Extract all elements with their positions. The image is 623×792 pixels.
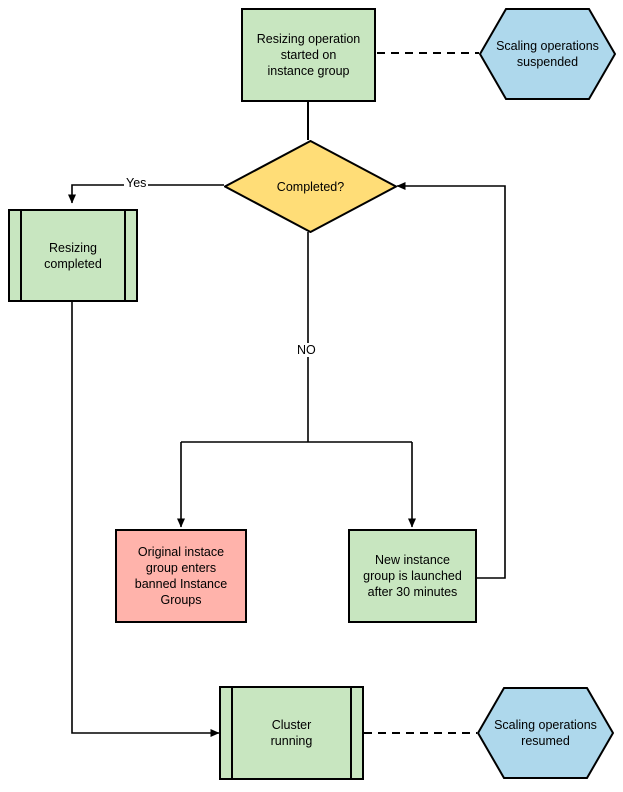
edge-label-no: NO bbox=[295, 343, 318, 357]
edge-new-group-back-to-decision bbox=[396, 182, 506, 579]
hexagon-shape bbox=[479, 8, 616, 100]
node-completed-decision-label: Completed? bbox=[276, 179, 345, 194]
node-banned-instance-groups[interactable]: Original instace group enters banned Ins… bbox=[115, 529, 247, 623]
node-completed-decision[interactable]: Completed? bbox=[224, 140, 397, 233]
hexagon-shape bbox=[477, 687, 614, 779]
node-scaling-suspended-label: Scaling operations suspended bbox=[496, 39, 599, 69]
node-resizing-started[interactable]: Resizing operation started on instance g… bbox=[241, 8, 376, 102]
predefined-bar-right bbox=[124, 211, 126, 300]
node-cluster-running[interactable]: Cluster running bbox=[219, 686, 364, 780]
node-new-instance-group-label: New instance group is launched after 30 … bbox=[363, 553, 462, 599]
node-scaling-resumed[interactable]: Scaling operations resumed bbox=[477, 687, 614, 779]
edge-decision-yes-to-resizing-completed bbox=[68, 184, 224, 204]
predefined-bar-left bbox=[20, 211, 22, 300]
node-resizing-completed-label: Resizing completed bbox=[44, 240, 102, 271]
node-new-instance-group[interactable]: New instance group is launched after 30 … bbox=[348, 529, 477, 623]
diamond-shape bbox=[224, 140, 397, 233]
node-resizing-started-label: Resizing operation started on instance g… bbox=[256, 32, 361, 78]
node-banned-instance-groups-label: Original instace group enters banned Ins… bbox=[134, 545, 228, 607]
predefined-bar-right bbox=[350, 688, 352, 778]
edge-resizing-completed-to-cluster bbox=[71, 302, 220, 737]
node-resizing-completed[interactable]: Resizing completed bbox=[8, 209, 138, 302]
node-scaling-suspended[interactable]: Scaling operations suspended bbox=[479, 8, 616, 100]
predefined-bar-left bbox=[231, 688, 233, 778]
node-cluster-running-label: Cluster running bbox=[270, 718, 313, 748]
node-scaling-resumed-label: Scaling operations resumed bbox=[494, 718, 597, 748]
edge-label-yes: Yes bbox=[124, 176, 149, 190]
